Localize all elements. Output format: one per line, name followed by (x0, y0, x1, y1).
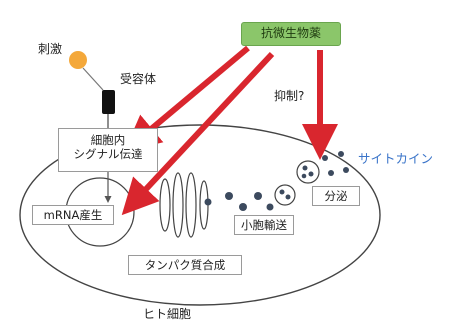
signaling-line-2: シグナル伝達 (73, 147, 143, 161)
vesicle-fusing (296, 160, 320, 184)
receptor (102, 90, 115, 114)
stimulus-line (82, 67, 104, 91)
stimulus-label: 刺激 (38, 42, 63, 56)
vesicle-dots (204, 192, 274, 211)
receptor-label: 受容体 (120, 72, 157, 86)
secretion-box: 分泌 (312, 186, 360, 206)
stimulus-circle (69, 51, 87, 69)
cell-label: ヒト細胞 (143, 307, 192, 321)
signaling-box: 細胞内 シグナル伝達 (58, 128, 158, 172)
protein-synthesis-box: タンパク質合成 (128, 255, 242, 275)
vesicle-large (274, 184, 296, 206)
drug-arrows (121, 45, 338, 216)
vesicle-transport-box: 小胞輸送 (234, 215, 294, 235)
drug-box: 抗微生物薬 (241, 22, 341, 46)
mrna-box: mRNA産生 (32, 205, 114, 225)
suppression-label: 抑制? (274, 89, 305, 103)
cytokine-dots (322, 151, 349, 176)
golgi-apparatus (159, 172, 209, 238)
signaling-line-1: 細胞内 (90, 133, 126, 147)
cytokine-label: サイトカイン (358, 151, 434, 166)
cell-membrane (19, 124, 381, 306)
